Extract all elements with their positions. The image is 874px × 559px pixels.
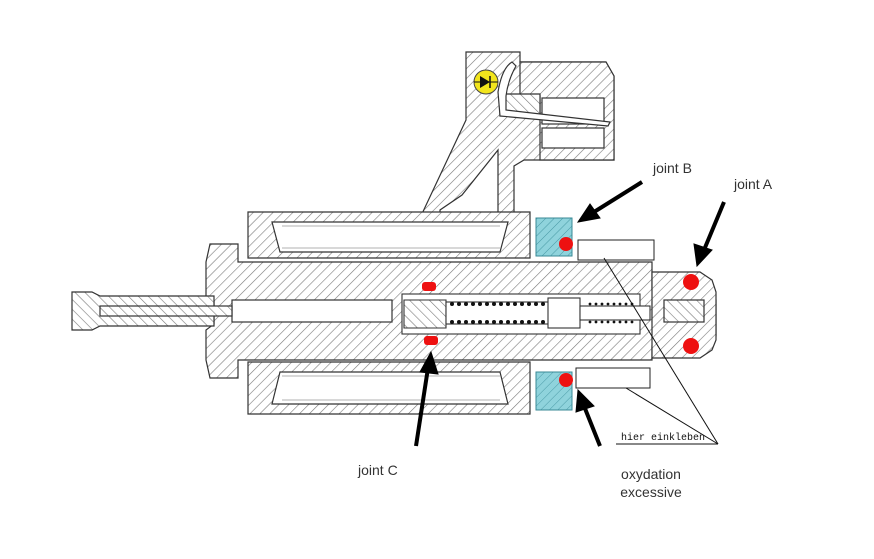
label-joint-c: joint C xyxy=(358,462,398,478)
label-hier-einkleben: hier einkleben xyxy=(621,433,706,444)
arrows xyxy=(414,180,726,447)
label-joint-b: joint B xyxy=(653,160,692,176)
seal-joint-a-bottom xyxy=(683,338,699,354)
diode-icon xyxy=(473,69,499,95)
glue-area-top xyxy=(577,239,655,261)
seal-joint-c-bottom xyxy=(424,336,438,345)
arrow-joint-a xyxy=(702,201,726,251)
seal-joint-b-top xyxy=(559,237,573,251)
arrow-oxydation xyxy=(582,405,602,447)
injector-body xyxy=(71,211,717,415)
spring-coils xyxy=(450,302,634,324)
label-oxydation-line2: excessive xyxy=(620,484,682,500)
nozzle-tip xyxy=(651,271,717,359)
label-joint-a: joint A xyxy=(734,176,773,192)
label-oxydation-line1: oxydation xyxy=(621,466,681,482)
arrow-joint-c xyxy=(414,367,430,447)
seal-joint-a-top xyxy=(683,274,699,290)
seal-joint-c-top xyxy=(422,282,436,291)
seal-joint-b-bottom xyxy=(559,373,573,387)
seals xyxy=(422,237,699,387)
connector-housing xyxy=(419,51,615,219)
arrow-joint-b xyxy=(592,180,644,214)
leader-lines xyxy=(603,257,719,445)
glue-area-bottom xyxy=(575,367,651,389)
